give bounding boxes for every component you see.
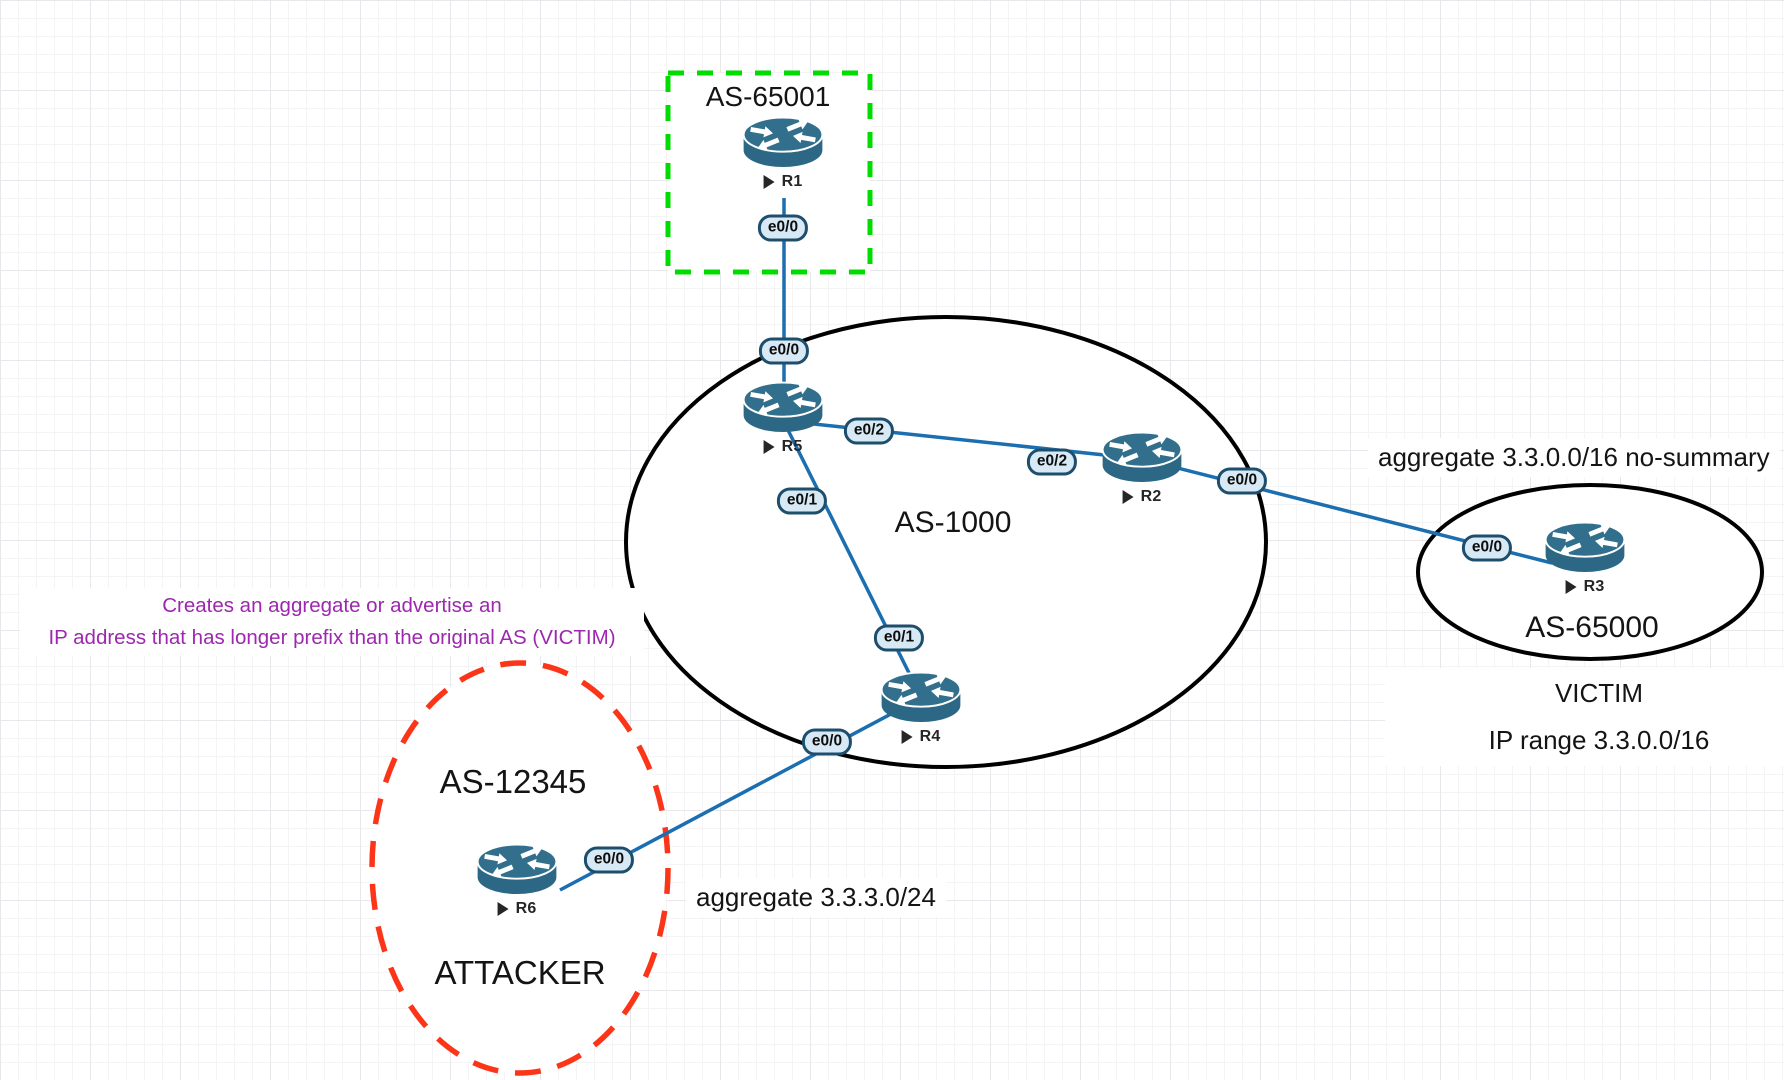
router-r5-label: R5 [763,438,803,456]
interface-badge-r1-e0-0[interactable]: e0/0 [757,214,809,242]
interface-badge-as1000-edge-r2-e0-0[interactable]: e0/0 [1216,467,1268,495]
interface-badge-as1000-edge-r5-e0-0[interactable]: e0/0 [758,337,810,365]
interface-badge-r5-e0-2[interactable]: e0/2 [843,417,895,445]
victim-title: VICTIM [1554,678,1644,708]
play-triangle-icon [497,902,509,916]
victim-caption[interactable]: VICTIM IP range 3.3.0.0/16 [1385,668,1784,766]
as-12345-label[interactable]: AS-12345 [439,763,587,800]
interface-badge-r2-e0-2[interactable]: e0/2 [1026,448,1078,476]
attack-description-note[interactable]: Creates an aggregate or advertise an IP … [20,588,644,656]
router-r3[interactable]: R3 [1541,516,1629,595]
victim-ip-range: IP range 3.3.0.0/16 [1488,725,1710,755]
router-r2[interactable]: R2 [1098,426,1186,505]
interface-badge-r3-e0-0[interactable]: e0/0 [1461,534,1513,562]
attacker-caption[interactable]: ATTACKER [434,954,606,991]
as-65000-boundary-ellipse[interactable] [1416,483,1764,661]
router-r3-label: R3 [1565,578,1605,596]
cisco-router-icon [877,666,965,729]
interface-badge-r5-e0-1[interactable]: e0/1 [776,487,828,515]
play-triangle-icon [763,440,775,454]
attack-note-line1: Creates an aggregate or advertise an [162,594,502,617]
router-r4[interactable]: R4 [877,666,965,745]
play-triangle-icon [763,175,775,189]
play-triangle-icon [901,730,913,744]
router-r6[interactable]: R6 [473,838,561,917]
attacker-aggregate-label[interactable]: aggregate 3.3.3.0/24 [686,878,946,917]
as-65000-label[interactable]: AS-65000 [1525,611,1659,644]
as-65001-label[interactable]: AS-65001 [705,81,831,112]
cisco-router-icon [739,376,827,439]
play-triangle-icon [1122,490,1134,504]
router-r2-label: R2 [1122,488,1162,506]
interface-badge-r4-e0-1[interactable]: e0/1 [873,624,925,652]
play-triangle-icon [1565,580,1577,594]
router-r5[interactable]: R5 [739,376,827,455]
victim-aggregate-label[interactable]: aggregate 3.3.0.0/16 no-summary [1368,438,1780,477]
router-r4-label: R4 [901,728,941,746]
interface-badge-r6-e0-0[interactable]: e0/0 [583,846,635,874]
cisco-router-icon [739,111,827,174]
cisco-router-icon [1098,426,1186,489]
router-r1[interactable]: R1 [739,111,827,190]
router-r1-label: R1 [763,173,803,191]
cisco-router-icon [1541,516,1629,579]
attack-note-line2: IP address that has longer prefix than t… [48,626,616,649]
cisco-router-icon [473,838,561,901]
as-1000-label[interactable]: AS-1000 [894,506,1012,539]
router-r6-label: R6 [497,900,537,918]
interface-badge-as1000-edge-r4-e0-0[interactable]: e0/0 [801,728,853,756]
